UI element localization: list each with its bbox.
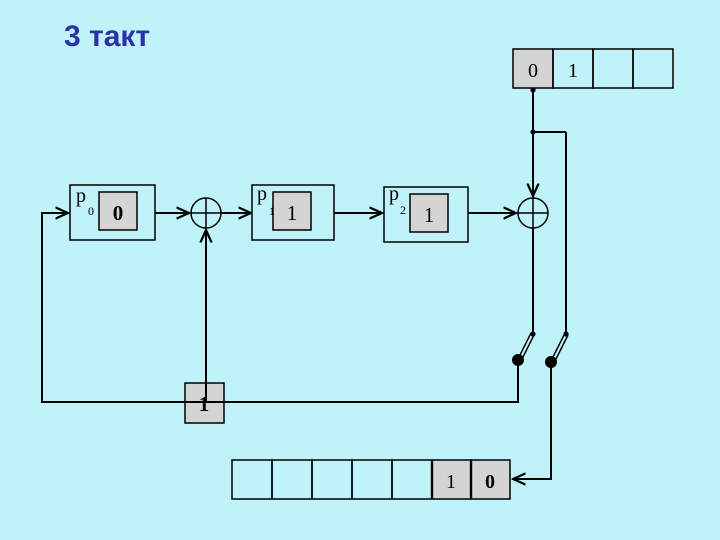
- register-p2-value: 1: [424, 203, 435, 227]
- output-value-5: 1: [446, 471, 456, 493]
- wire-feedback-loop: [41, 213, 519, 403]
- feedback-value: 1: [199, 392, 210, 416]
- junction-dot: [530, 87, 536, 93]
- register-p1-value: 1: [287, 201, 298, 225]
- top-register: 0 1: [512, 48, 674, 89]
- register-p0: p 0 0: [69, 184, 156, 241]
- register-p1-cell: [272, 191, 312, 231]
- register-p2: p 2 1: [383, 183, 469, 243]
- top-register-cell-0: [512, 48, 554, 89]
- xor-gate-1: [190, 197, 222, 229]
- feedback-cell: 1: [184, 382, 225, 424]
- output-cell-0: [231, 459, 273, 500]
- register-p2-cell: [409, 193, 449, 233]
- register-p1-index: 1: [269, 204, 275, 218]
- wire-to-output: [513, 362, 552, 479]
- wires: [41, 89, 567, 479]
- register-p2-label: p: [389, 183, 399, 205]
- top-register-value-0: 0: [528, 60, 538, 82]
- output-value-6: 0: [485, 471, 495, 493]
- register-p2-index: 2: [400, 203, 406, 217]
- register-p2-frame: [383, 186, 469, 243]
- register-p1-label: p: [257, 183, 267, 205]
- output-cell-3: [351, 459, 393, 500]
- register-p0-index: 0: [88, 204, 94, 218]
- xor-gate-2: [517, 197, 549, 229]
- top-register-cell-2: [592, 48, 634, 89]
- register-p0-label: p: [76, 185, 86, 207]
- register-p0-value: 0: [113, 201, 124, 225]
- page-title: 3 такт: [64, 20, 151, 53]
- output-register: 1 0: [231, 459, 511, 500]
- top-register-cell-3: [632, 48, 674, 89]
- output-cell-2: [311, 459, 353, 500]
- output-cell-6: [470, 459, 511, 500]
- register-p0-cell: [98, 191, 138, 231]
- top-register-value-1: 1: [568, 60, 578, 82]
- output-cell-1: [271, 459, 313, 500]
- output-cell-4: [391, 459, 433, 500]
- register-p1: p 1 1: [251, 183, 335, 241]
- junction-dot: [530, 129, 536, 135]
- switch-left: [512, 331, 536, 366]
- switch-right: [545, 331, 569, 368]
